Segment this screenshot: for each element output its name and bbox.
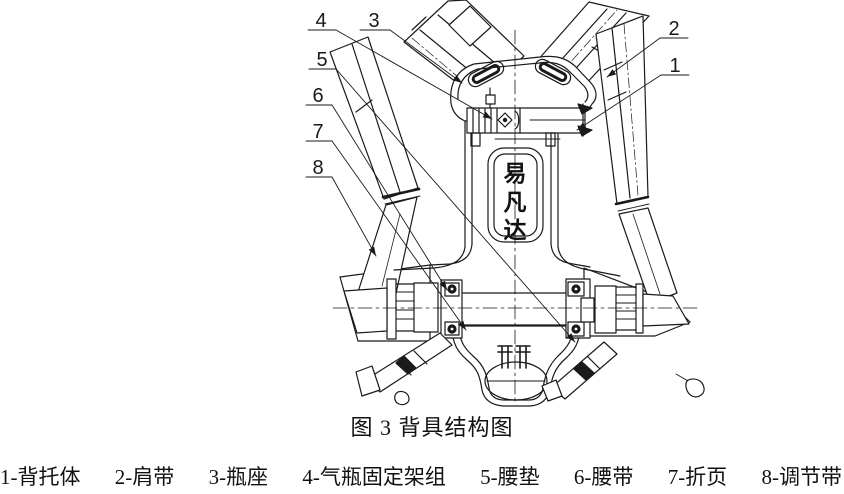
hinge-bracket-right (565, 278, 595, 339)
legend-item-1: 1-背托体 (0, 465, 81, 489)
legend-item-8: 8-调节带 (761, 465, 842, 489)
belt-end-right (642, 293, 690, 327)
callout-number-2: 2 (668, 18, 679, 40)
legend-item-4: 4-气瓶固定架组 (302, 465, 446, 489)
callout-number-1: 1 (669, 55, 680, 77)
strap-slot-right (534, 58, 572, 86)
waist-belt-assembly (343, 278, 690, 340)
figure-caption: 图 3 背具结构图 (350, 415, 514, 440)
strap-slot-left (467, 60, 505, 88)
callout-number-4: 4 (315, 10, 326, 32)
shoulder-strap-side-left-upper (329, 36, 421, 205)
callout-number-8: 8 (312, 157, 323, 179)
belt-pass-oval (484, 361, 548, 401)
hinge-bracket-left (440, 279, 463, 339)
shoulder-strap-side-right-lower (618, 207, 678, 304)
leader-lines (305, 29, 690, 343)
logo-character-2: 凡 (504, 190, 527, 215)
logo-character-1: 易 (504, 161, 527, 186)
legend-item-2: 2-肩带 (114, 465, 175, 489)
belt-end-left (343, 287, 388, 334)
adjustment-strap-left (355, 332, 453, 406)
parts-legend: 1-背托体 2-肩带 3-瓶座 4-气瓶固定架组 5-腰垫 6-腰带 7-折页 … (0, 461, 842, 491)
callout-number-7: 7 (312, 121, 323, 143)
logo-panel (487, 147, 544, 243)
centerlines (332, 29, 698, 403)
waist-belt-bar (459, 292, 568, 326)
back-plate (393, 55, 621, 407)
adjustment-strap-right (541, 341, 705, 402)
legend-item-5: 5-腰垫 (480, 465, 540, 489)
callout-number-3: 3 (368, 10, 379, 32)
logo-character-3: 达 (504, 218, 527, 243)
screw-icon (485, 87, 496, 109)
shoulder-strap-side-right-upper (595, 15, 650, 212)
legend-item-7: 7-折页 (667, 465, 728, 489)
legend-item-3: 3-瓶座 (208, 465, 269, 489)
cylinder-bracket-band (466, 87, 593, 147)
callout-number-6: 6 (312, 85, 323, 107)
callout-number-5: 5 (316, 49, 327, 71)
legend-item-6: 6-腰带 (573, 465, 634, 489)
strap-guide-loops (497, 345, 531, 369)
